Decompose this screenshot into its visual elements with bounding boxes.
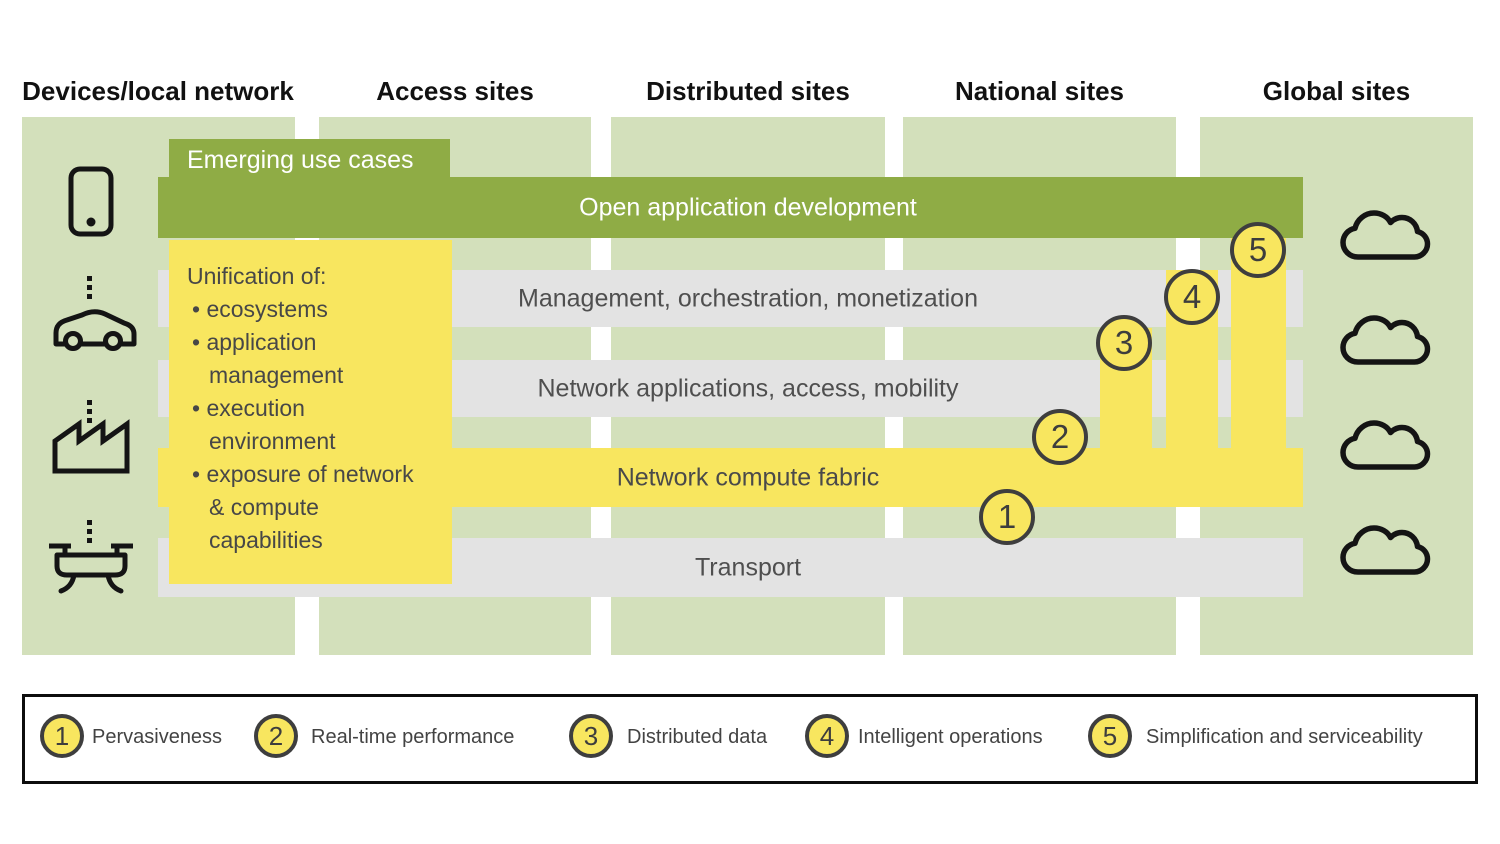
layer-label: Open application development <box>579 193 917 221</box>
car-icon <box>53 309 137 351</box>
marker-4: 4 <box>1164 269 1220 325</box>
layer-label: Network compute fabric <box>616 463 880 491</box>
cloud-icon <box>1340 525 1431 575</box>
legend-label-3: Distributed data <box>627 726 768 748</box>
legend-label-2: Real-time performance <box>311 726 515 748</box>
column-header-national: National sites <box>954 76 1125 106</box>
legend-box <box>22 694 1478 784</box>
ellipsis-dots-icon <box>87 520 92 547</box>
smartphone-icon <box>68 166 114 237</box>
marker-2: 2 <box>1032 409 1088 465</box>
unification-callout: Unification of: ecosystems application m… <box>169 240 452 584</box>
fabric-riser-5 <box>1231 238 1286 478</box>
factory-icon <box>52 419 130 474</box>
legend-marker-1: 1 <box>40 714 84 758</box>
layer-label: Transport <box>694 553 802 581</box>
cloud-icon <box>1340 420 1431 470</box>
ellipsis-dots-icon <box>87 400 92 427</box>
unification-item: application management <box>192 326 434 392</box>
legend-marker-5: 5 <box>1088 714 1132 758</box>
marker-5: 5 <box>1230 222 1286 278</box>
cloud-icon <box>1340 315 1431 365</box>
drone-icon <box>49 543 133 594</box>
legend-marker-4: 4 <box>805 714 849 758</box>
unification-list: ecosystems application management execut… <box>187 293 438 557</box>
layer-label: Network applications, access, mobility <box>537 374 959 402</box>
unification-item: ecosystems <box>192 293 434 326</box>
legend-label-1: Pervasiveness <box>92 726 223 748</box>
cloud-icon <box>1340 210 1431 260</box>
column-header-devices: Devices/local network <box>22 76 294 106</box>
marker-1: 1 <box>979 489 1035 545</box>
column-header-access: Access sites <box>376 76 534 106</box>
column-header-distributed: Distributed sites <box>646 76 850 106</box>
unification-item: exposure of network & compute capabiliti… <box>192 458 434 557</box>
unification-item: execution environment <box>192 392 434 458</box>
ellipsis-dots-icon <box>87 276 92 303</box>
unification-title: Unification of: <box>187 263 327 289</box>
legend-label-5: Simplification and serviceability <box>1146 726 1423 748</box>
layer-label: Management, orchestration, monetization <box>518 284 978 312</box>
legend-label-4: Intelligent operations <box>858 726 1043 748</box>
column-header-global: Global sites <box>1262 76 1411 106</box>
legend-marker-2: 2 <box>254 714 298 758</box>
emerging-use-cases-box: Emerging use cases <box>169 139 450 183</box>
marker-3: 3 <box>1096 315 1152 371</box>
legend-marker-3: 3 <box>569 714 613 758</box>
layer-open-application-development: Open application development <box>158 177 1303 238</box>
